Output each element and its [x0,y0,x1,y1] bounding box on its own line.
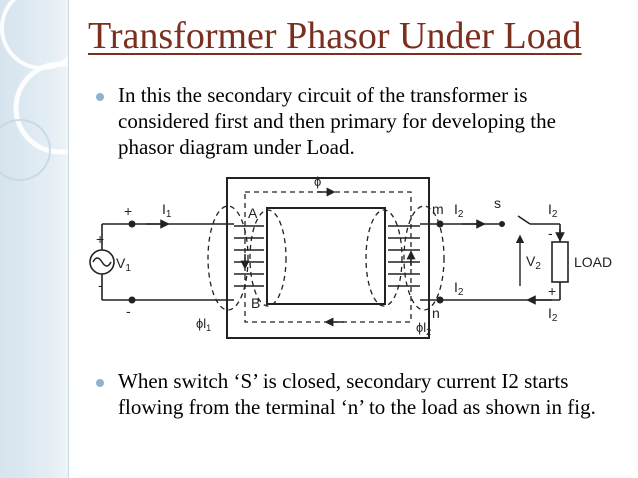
terminal-m [436,220,444,228]
bullet-item-2: When switch ‘S’ is closed, secondary cur… [96,368,616,420]
bullet-dot [96,93,104,101]
label-n: n [432,305,440,321]
label-i1: I1 [162,201,172,220]
secondary-winding [388,225,420,287]
flux-path [244,191,412,323]
source-terminal-top [128,220,136,228]
bullet-dot [96,379,104,387]
terminal-n [436,296,444,304]
label-a: A [248,205,258,221]
bullet-text-2: When switch ‘S’ is closed, secondary cur… [118,369,596,419]
leakage-flux-primary-outer [207,205,249,311]
core-outer [226,177,430,339]
label-m: m [432,201,444,217]
source-terminal-bottom [128,296,136,304]
leakage-flux-secondary-outer [403,205,445,311]
side-band [0,0,69,478]
label-minus-source: - [98,277,103,293]
label-i2-right: I2 [548,201,558,220]
leakage-flux-primary-inner [249,209,287,307]
ac-source-sine [92,257,112,267]
label-phi-l2: ϕl2 [416,320,431,337]
label-i2-bottom: I2 [548,305,558,324]
label-i2-mid: I2 [454,279,464,298]
label-i2-top: I2 [454,201,464,220]
bullet-item-1: In this the secondary circuit of the tra… [96,82,616,160]
leakage-flux-secondary-inner [365,209,403,307]
core-inner [266,207,386,305]
label-plus-source: + [96,231,104,247]
label-phi-l1: ϕl1 [196,316,211,333]
bullet-text-1: In this the secondary circuit of the tra… [118,83,556,159]
label-v2: V2 [526,253,541,272]
decorative-circles [0,0,68,181]
label-s: s [494,195,501,211]
primary-winding [234,225,264,287]
label-b: B [251,295,260,311]
transformer-circuit-diagram: ϕ + I1 + V1 - - A B ϕl1 m I2 s I2 - V2 L… [82,166,618,358]
label-plus-load: + [548,283,556,299]
label-minus-load: - [548,225,553,241]
slide-title: Transformer Phasor Under Load [88,15,582,57]
label-v1: V1 [116,255,131,274]
flux-label: ϕ [314,174,321,189]
label-plus-top: + [124,203,132,219]
switch-contact [499,221,505,227]
label-minus-bottom: - [126,303,131,319]
load-box [551,241,569,283]
label-load: LOAD [574,254,612,270]
